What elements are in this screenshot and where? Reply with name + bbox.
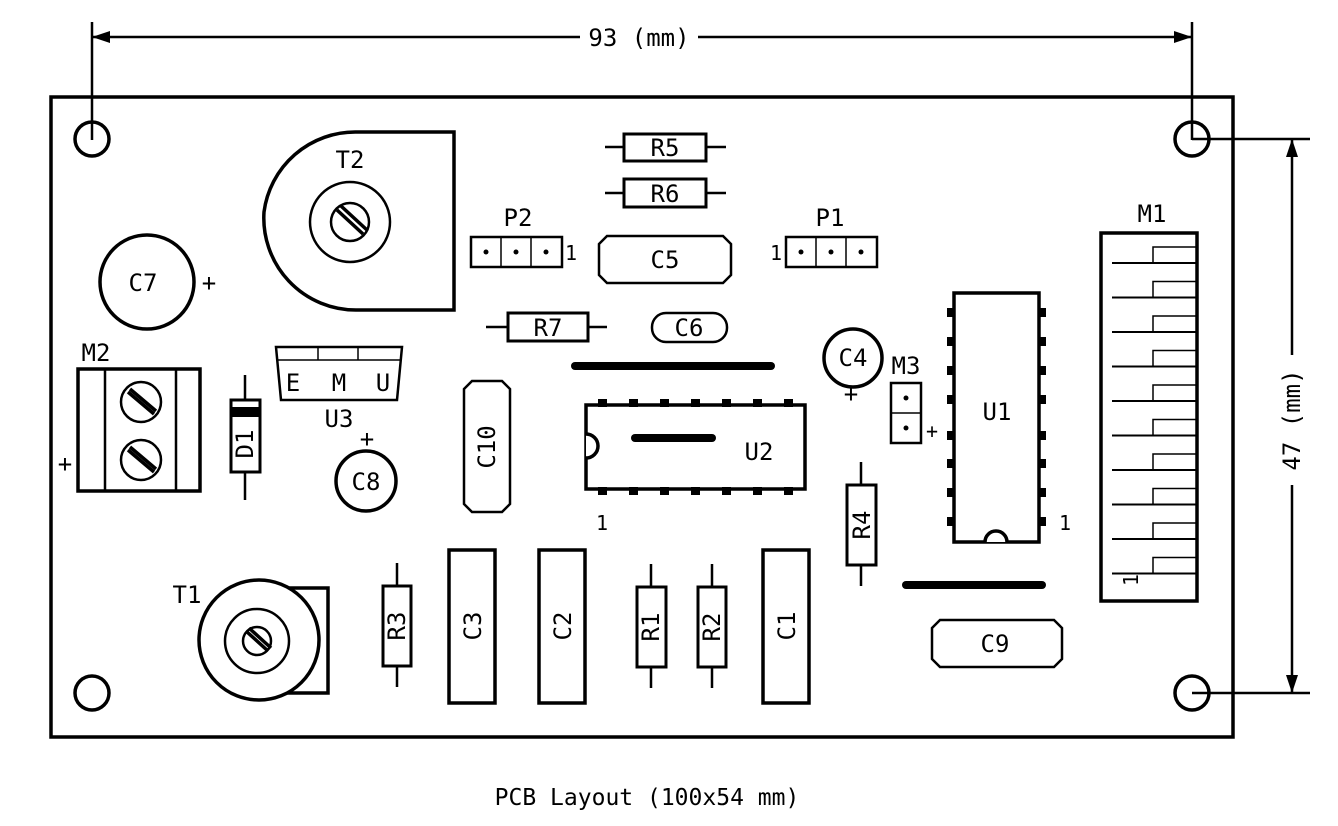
resistor-r1: R1 bbox=[635, 564, 668, 688]
c7-plus-label: + bbox=[202, 269, 216, 297]
c2-label: C2 bbox=[549, 612, 577, 641]
capacitor-c3: C3 bbox=[447, 548, 497, 705]
resistor-r6: R6 bbox=[605, 177, 726, 209]
resistor-r5: R5 bbox=[605, 132, 726, 163]
m1-pin-slot bbox=[1152, 418, 1197, 437]
capacitor-c7: C7 + bbox=[98, 233, 216, 331]
r4-label: R4 bbox=[848, 511, 876, 540]
r2-label: R2 bbox=[698, 613, 726, 642]
ic-u1: U1 1 bbox=[947, 291, 1071, 544]
ic-u2: U2 1 bbox=[584, 399, 807, 535]
capacitor-c2: C2 bbox=[537, 548, 587, 705]
m1-pin-slot bbox=[1152, 280, 1197, 299]
mounting-hole bbox=[1173, 120, 1211, 158]
capacitor-c1: C1 bbox=[761, 548, 811, 705]
m3-plus-label: + bbox=[926, 419, 938, 443]
m1-pin-slot bbox=[1152, 349, 1197, 368]
diode-d1: D1 bbox=[229, 375, 262, 500]
trimmer-t2: T2 bbox=[262, 130, 456, 312]
height-dimension-label: 47 (mm) bbox=[1278, 369, 1306, 470]
t1-label: T1 bbox=[173, 581, 202, 609]
terminal-block-m2: M2 + bbox=[58, 339, 202, 493]
capacitor-c5: C5 bbox=[597, 234, 733, 285]
r5-label: R5 bbox=[651, 134, 680, 162]
c9-label: C9 bbox=[981, 630, 1010, 658]
r7-label: R7 bbox=[534, 314, 563, 342]
capacitor-c4: C4 + bbox=[822, 327, 884, 408]
u3-pin-u-label: U bbox=[376, 369, 390, 397]
t2-label: T2 bbox=[336, 146, 365, 174]
header-p2: P2 1 bbox=[469, 204, 577, 269]
width-dimension-label: 93 (mm) bbox=[588, 24, 689, 52]
m2-label: M2 bbox=[82, 339, 111, 367]
u1-label: U1 bbox=[983, 398, 1012, 426]
mounting-hole bbox=[73, 120, 111, 158]
m1-pin-slot bbox=[1152, 384, 1197, 402]
p2-pin1-label: 1 bbox=[565, 241, 577, 265]
m1-pin-slot bbox=[1152, 556, 1197, 575]
u1-pin1-label: 1 bbox=[1059, 511, 1071, 535]
pcb-caption: PCB Layout (100x54 mm) bbox=[495, 785, 800, 811]
c5-label: C5 bbox=[651, 246, 680, 274]
p1-label: P1 bbox=[816, 204, 845, 232]
m1-pin-slot bbox=[1152, 246, 1197, 264]
capacitor-c10: C10 bbox=[462, 379, 512, 514]
u3-pin-e-label: E bbox=[286, 369, 300, 397]
p2-label: P2 bbox=[504, 204, 533, 232]
r3-label: R3 bbox=[383, 612, 411, 641]
resistor-r7: R7 bbox=[486, 311, 607, 343]
mounting-hole bbox=[73, 674, 111, 712]
m2-plus-label: + bbox=[58, 450, 72, 478]
trimmer-t1: T1 bbox=[173, 578, 330, 702]
resistor-r2: R2 bbox=[696, 564, 728, 688]
m1-pin-slot bbox=[1152, 487, 1197, 506]
resistor-r3: R3 bbox=[381, 563, 413, 687]
c8-label: C8 bbox=[352, 468, 381, 496]
p1-pin1-label: 1 bbox=[770, 241, 782, 265]
m1-pin-slot bbox=[1152, 522, 1197, 540]
r1-label: R1 bbox=[637, 613, 665, 642]
m3-label: M3 bbox=[892, 352, 921, 380]
connector-m1: M1 1 bbox=[1099, 200, 1199, 603]
u3-pin-m-label: M bbox=[332, 369, 346, 397]
m1-pin1-label: 1 bbox=[1119, 574, 1143, 586]
c1-label: C1 bbox=[773, 612, 801, 641]
m1-label: M1 bbox=[1138, 200, 1167, 228]
capacitor-c6: C6 bbox=[650, 311, 729, 344]
header-p1: P1 1 bbox=[770, 204, 879, 269]
u2-pin1-label: 1 bbox=[596, 511, 608, 535]
c8-plus-label: + bbox=[360, 425, 374, 453]
dimension-height: 47 (mm) bbox=[1192, 137, 1310, 695]
c3-label: C3 bbox=[459, 612, 487, 641]
capacitor-c9: C9 bbox=[930, 618, 1064, 669]
dimension-width: 93 (mm) bbox=[90, 22, 1194, 140]
jumper-m3: M3 + bbox=[889, 352, 938, 445]
mounting-holes bbox=[73, 120, 1211, 712]
d1-label: D1 bbox=[231, 430, 259, 459]
m1-pin-slot bbox=[1152, 453, 1197, 471]
c7-label: C7 bbox=[129, 269, 158, 297]
mounting-hole bbox=[1173, 674, 1211, 712]
resistor-r4: R4 bbox=[845, 462, 878, 586]
r6-label: R6 bbox=[651, 180, 680, 208]
regulator-u3: E M U U3 bbox=[274, 345, 404, 433]
board-outline bbox=[49, 95, 1235, 739]
u3-label: U3 bbox=[325, 405, 354, 433]
c4-label: C4 bbox=[839, 344, 868, 372]
u2-label: U2 bbox=[745, 438, 774, 466]
c6-label: C6 bbox=[675, 314, 704, 342]
c10-label: C10 bbox=[473, 425, 501, 468]
capacitor-c8: C8 + bbox=[334, 425, 398, 513]
c4-plus-label: + bbox=[844, 380, 858, 408]
m1-pin-slot bbox=[1152, 315, 1197, 333]
